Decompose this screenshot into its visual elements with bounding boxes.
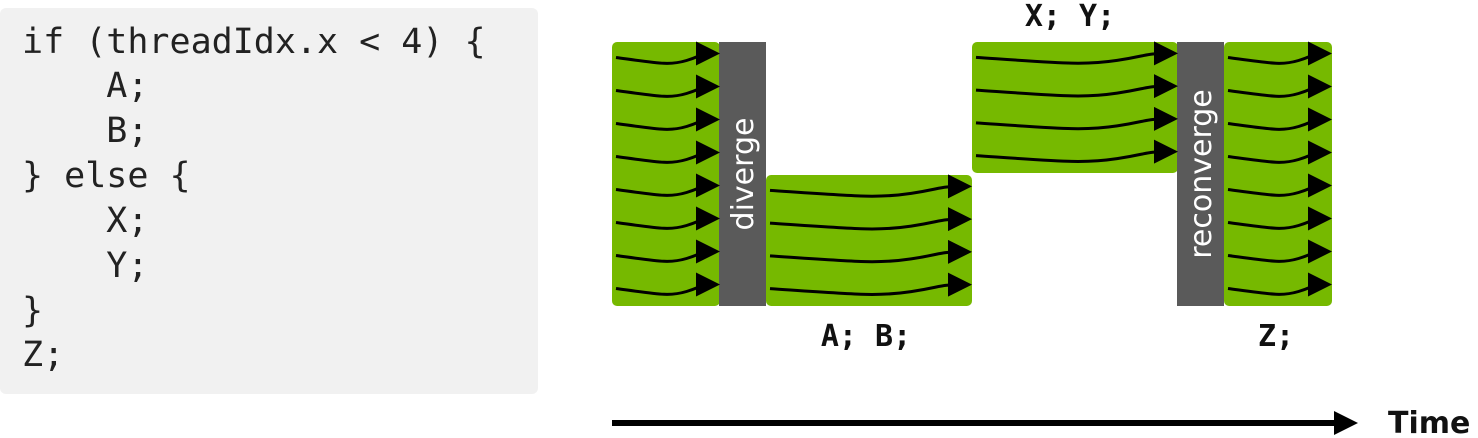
thread-arrow xyxy=(975,41,1178,66)
time-label: Time xyxy=(1388,406,1470,438)
code-line: X; xyxy=(22,201,149,241)
thread-arrow xyxy=(1227,206,1332,231)
thread-block-start xyxy=(612,42,720,306)
thread-arrows-branch-if xyxy=(769,174,972,297)
thread-arrow xyxy=(975,139,1178,164)
code-line: Z; xyxy=(22,335,65,375)
thread-arrow xyxy=(1227,140,1332,165)
reconverge-label: reconverge xyxy=(1184,89,1219,259)
thread-arrow xyxy=(975,74,1178,99)
branch-if-label: A; B; xyxy=(821,319,911,354)
thread-arrow xyxy=(615,140,720,165)
thread-arrow xyxy=(1227,239,1332,264)
diverge-label: diverge xyxy=(726,118,761,231)
thread-block-after xyxy=(1224,42,1332,306)
thread-arrow xyxy=(1227,74,1332,99)
code-line: Y; xyxy=(22,246,149,286)
thread-arrow xyxy=(615,173,720,198)
code-line: B; xyxy=(22,111,149,151)
thread-arrows-after xyxy=(1227,41,1332,297)
thread-arrow xyxy=(615,74,720,99)
code-line: } xyxy=(22,291,44,331)
thread-arrow xyxy=(769,272,972,297)
diverge-bar xyxy=(719,42,766,306)
code-line: A; xyxy=(22,66,149,106)
code-line: if (threadIdx.x < 4) { xyxy=(22,22,486,62)
code-line: } else { xyxy=(22,156,191,196)
thread-arrows-branch-else xyxy=(975,41,1178,164)
after-label: Z; xyxy=(1258,319,1294,354)
reconverge-bar xyxy=(1177,42,1224,306)
time-axis-arrowhead xyxy=(1334,411,1358,435)
thread-block-branch-else xyxy=(972,42,1178,173)
thread-arrow xyxy=(615,272,720,297)
thread-arrow xyxy=(769,239,972,264)
thread-arrow xyxy=(1227,41,1332,66)
thread-arrow xyxy=(769,174,972,199)
thread-arrows-start xyxy=(615,41,720,297)
branch-else-label: X; Y; xyxy=(1025,0,1115,34)
thread-arrow xyxy=(615,206,720,231)
thread-arrow xyxy=(1227,107,1332,132)
thread-arrow xyxy=(1227,173,1332,198)
thread-arrow xyxy=(615,239,720,264)
thread-arrow xyxy=(615,41,720,66)
thread-arrow xyxy=(769,207,972,232)
code-panel: if (threadIdx.x < 4) { A; B; } else { X;… xyxy=(0,8,538,394)
thread-arrow xyxy=(1227,272,1332,297)
thread-arrow xyxy=(615,107,720,132)
thread-arrow xyxy=(975,106,1178,131)
thread-block-branch-if xyxy=(766,175,972,306)
